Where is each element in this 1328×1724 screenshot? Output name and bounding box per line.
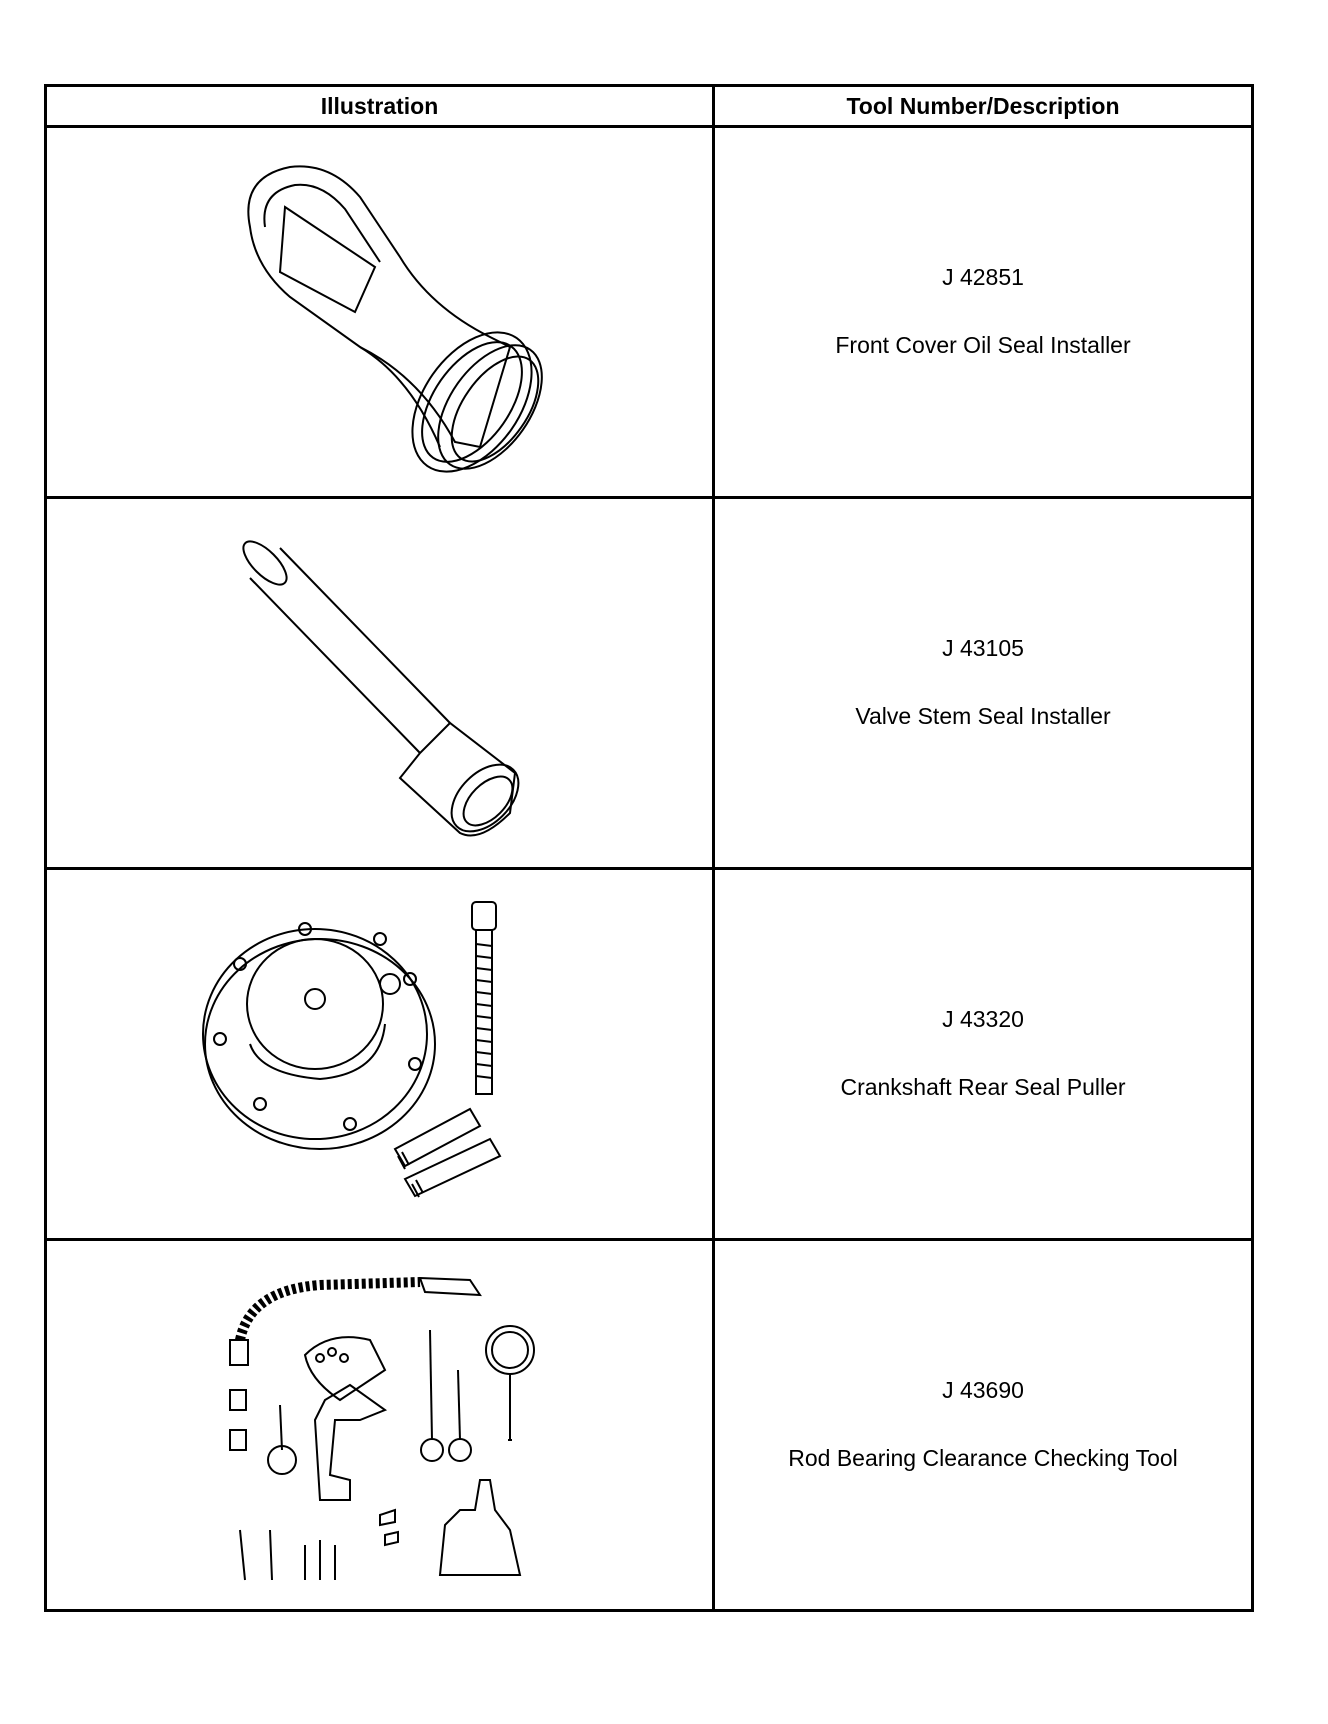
description-cell: J 43105 Valve Stem Seal Installer bbox=[712, 496, 1254, 870]
bearing-check-kit-icon bbox=[210, 1260, 550, 1590]
description-cell: J 43690 Rod Bearing Clearance Checking T… bbox=[712, 1238, 1254, 1612]
tool-description: Front Cover Oil Seal Installer bbox=[835, 332, 1131, 358]
tool-number: J 43320 bbox=[942, 1006, 1024, 1033]
illustration-cell bbox=[44, 125, 715, 499]
illustration-cell bbox=[44, 867, 715, 1241]
tool-table: Illustration Tool Number/Description J bbox=[44, 84, 1254, 1612]
header-row: Illustration Tool Number/Description bbox=[44, 84, 1254, 128]
seal-installer-icon bbox=[210, 147, 550, 477]
description-cell: J 42851 Front Cover Oil Seal Installer bbox=[712, 125, 1254, 499]
table-row: J 43105 Valve Stem Seal Installer bbox=[44, 496, 1254, 870]
tool-number: J 43105 bbox=[942, 635, 1024, 662]
table-row: J 43690 Rod Bearing Clearance Checking T… bbox=[44, 1238, 1254, 1612]
tool-description: Rod Bearing Clearance Checking Tool bbox=[788, 1445, 1178, 1471]
illustration-cell bbox=[44, 496, 715, 870]
table-row: J 42851 Front Cover Oil Seal Installer bbox=[44, 125, 1254, 499]
tool-description: Valve Stem Seal Installer bbox=[855, 703, 1111, 729]
description-cell: J 43320 Crankshaft Rear Seal Puller bbox=[712, 867, 1254, 1241]
valve-stem-installer-icon bbox=[210, 523, 550, 843]
tool-number: J 42851 bbox=[942, 264, 1024, 291]
seal-puller-icon bbox=[200, 894, 560, 1214]
table-row: J 43320 Crankshaft Rear Seal Puller bbox=[44, 867, 1254, 1241]
header-illustration: Illustration bbox=[44, 84, 715, 128]
header-tool-description: Tool Number/Description bbox=[712, 84, 1254, 128]
tool-description: Crankshaft Rear Seal Puller bbox=[840, 1074, 1126, 1100]
tool-number: J 43690 bbox=[942, 1377, 1024, 1404]
illustration-cell bbox=[44, 1238, 715, 1612]
